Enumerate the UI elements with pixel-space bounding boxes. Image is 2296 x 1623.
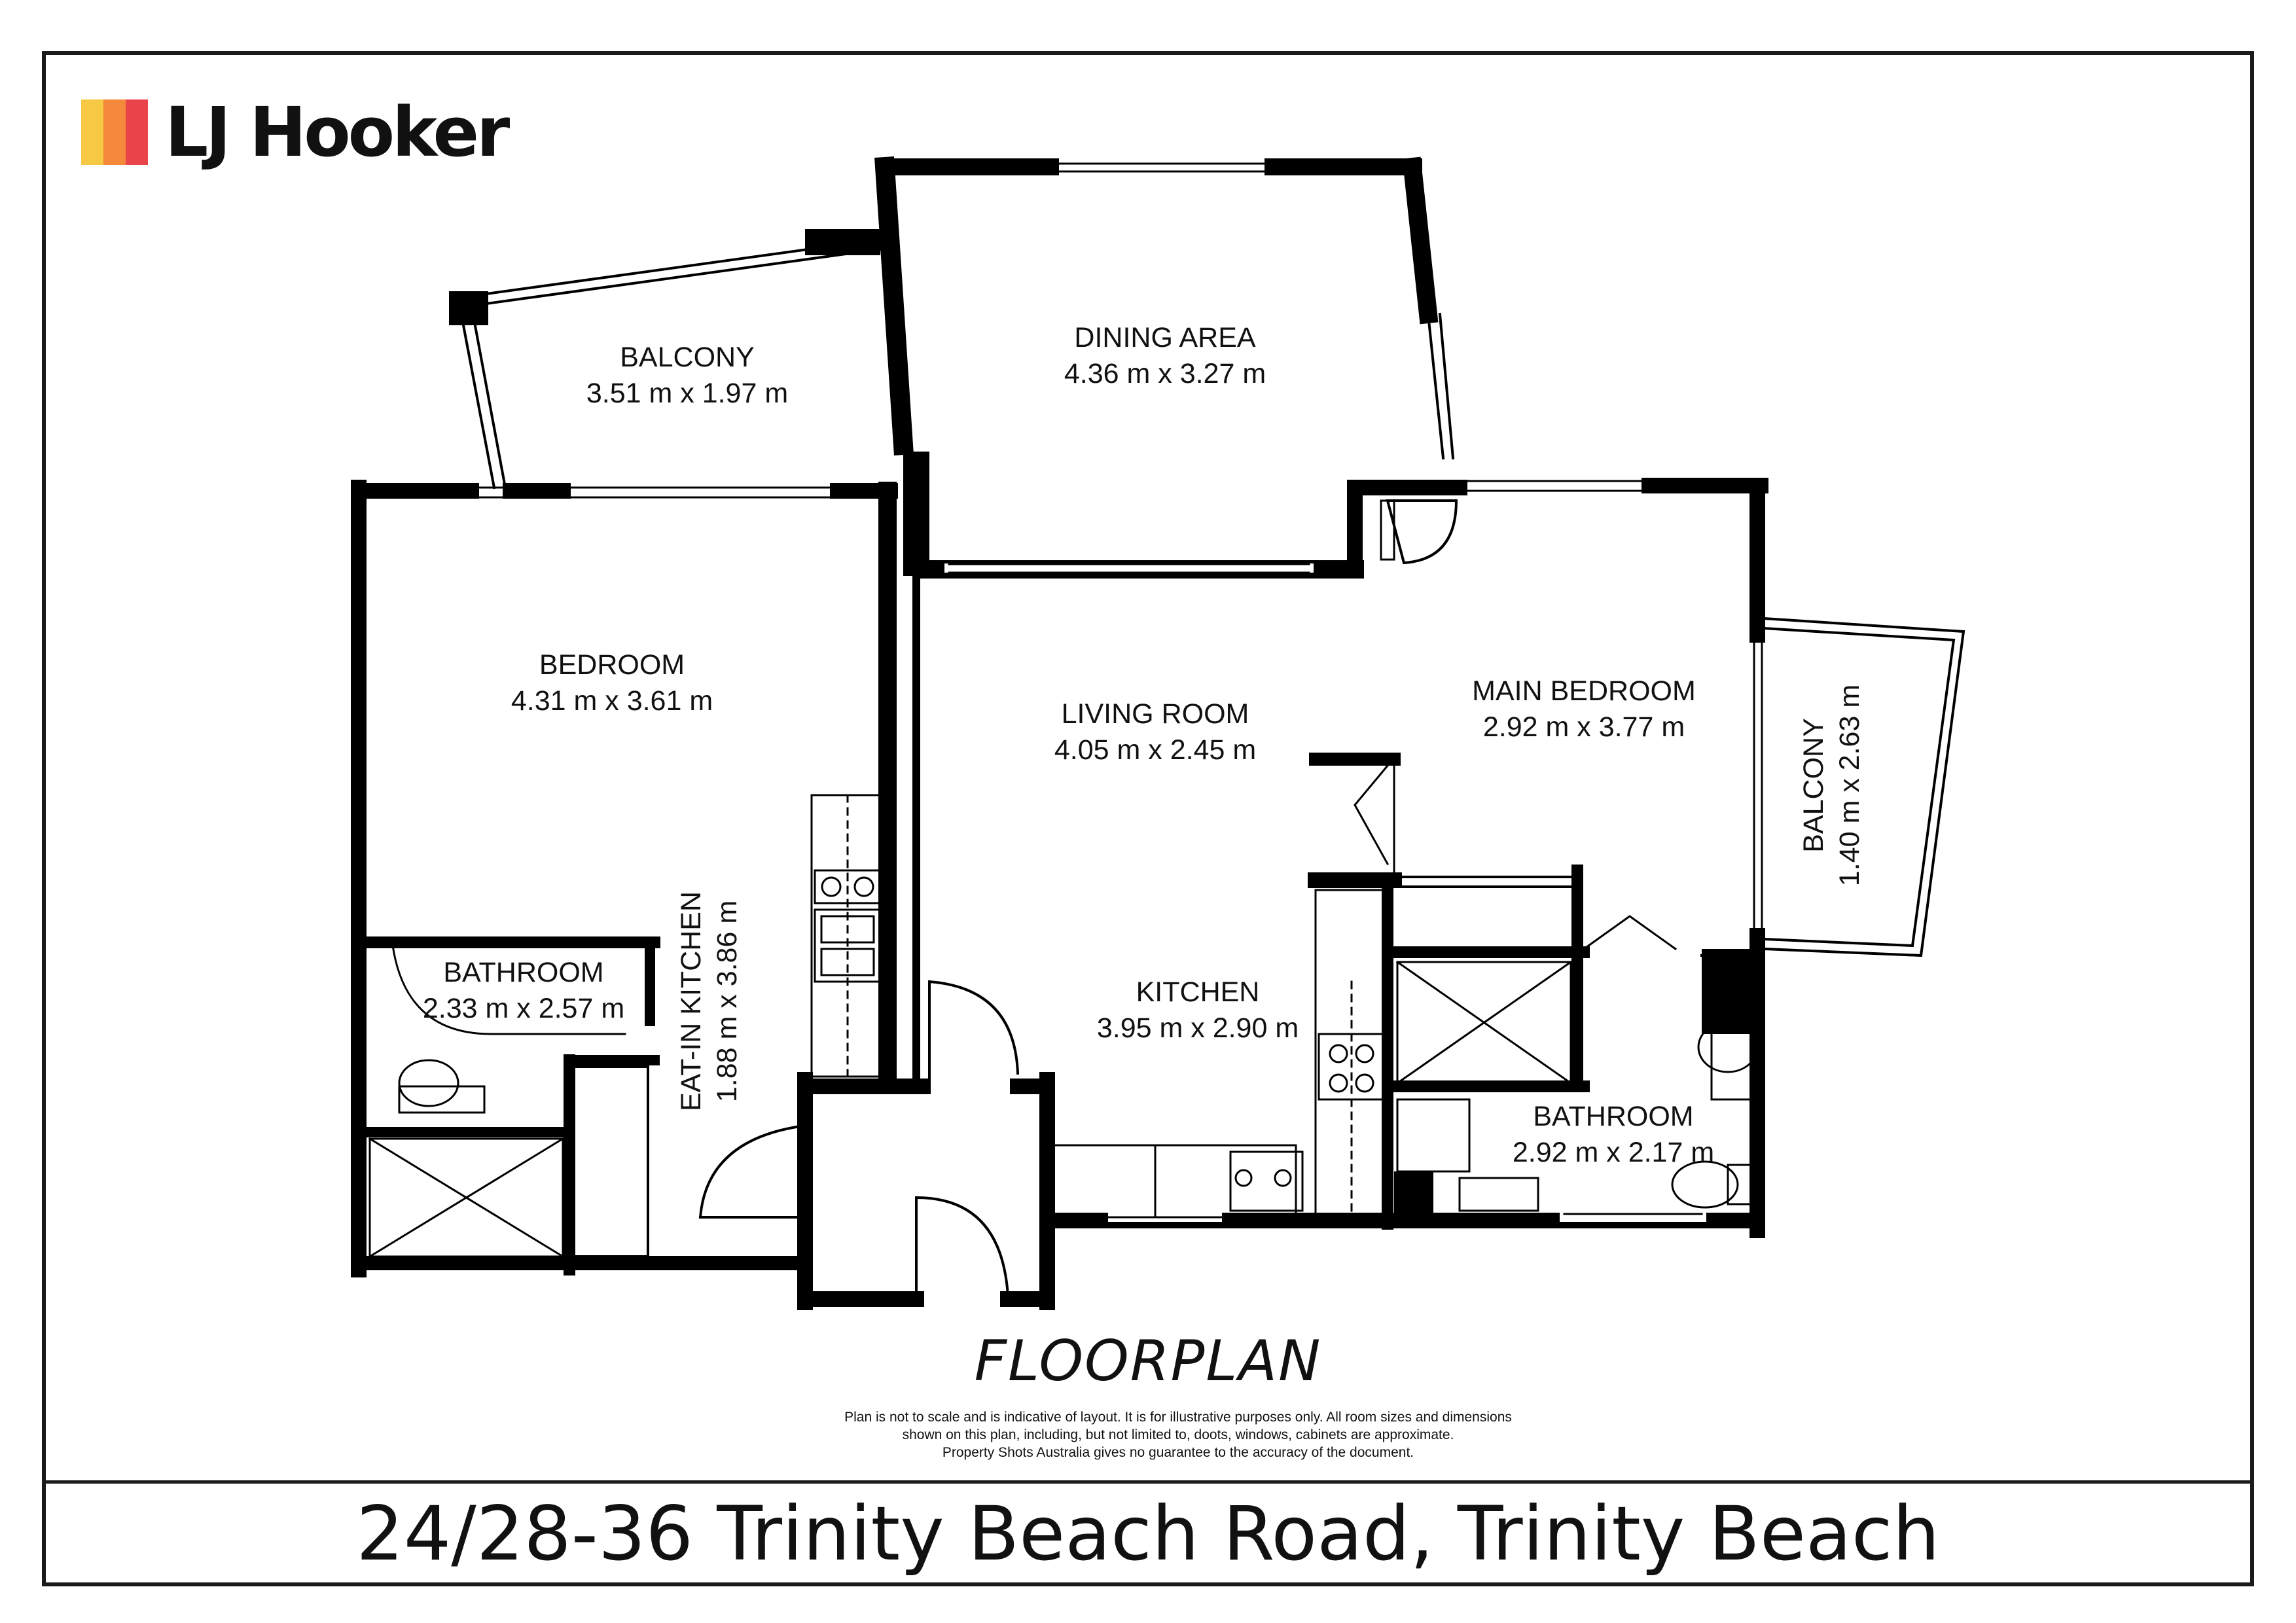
bathroom-left-walls: [351, 936, 812, 1275]
entry-walls: [698, 980, 1055, 1310]
room-labels: BALCONY 3.51 m x 1.97 m DINING AREA 4.36…: [423, 322, 1865, 1168]
living-size: 4.05 m x 2.45 m: [1054, 734, 1256, 766]
property-address: 24/28-36 Trinity Beach Road, Trinity Bea…: [356, 1490, 1940, 1577]
disclaimer-line: shown on this plan, including, but not l…: [902, 1427, 1454, 1442]
bedroom-name: BEDROOM: [539, 649, 685, 681]
logo-color-bars: [81, 99, 148, 165]
disclaimer: Plan is not to scale and is indicative o…: [655, 1408, 1702, 1461]
brand-name: LJ Hooker: [165, 92, 510, 172]
balcony-left-name: BALCONY: [620, 342, 755, 373]
kitchen-size: 3.95 m x 2.90 m: [1097, 1012, 1299, 1044]
main-bedroom-name: MAIN BEDROOM: [1472, 675, 1696, 707]
balcony-right-name: BALCONY: [1798, 718, 1829, 853]
balcony-right-outline: [1762, 616, 1965, 957]
balcony-left-outline: [449, 229, 886, 490]
bathroom-left-name: BATHROOM: [443, 957, 603, 988]
dining-name: DINING AREA: [1074, 322, 1255, 353]
balcony-right-size: 1.40 m x 2.63 m: [1834, 685, 1865, 886]
main-bedroom-size: 2.92 m x 3.77 m: [1483, 711, 1685, 743]
bathroom-right-size: 2.92 m x 2.17 m: [1513, 1137, 1714, 1168]
floorplan-title: FLOORPLAN: [974, 1329, 1322, 1394]
living-name: LIVING ROOM: [1062, 698, 1249, 730]
bedroom-size: 4.31 m x 3.61 m: [511, 685, 713, 717]
bedroom-walls: [351, 480, 898, 1277]
dining-area-walls: [874, 156, 1455, 579]
kitchen-name: KITCHEN: [1136, 976, 1260, 1008]
eat-in-kitchen-size: 1.88 m x 3.86 m: [711, 901, 743, 1102]
balcony-left-size: 3.51 m x 1.97 m: [586, 378, 788, 409]
eat-in-kitchen-name: EAT-IN KITCHEN: [675, 891, 707, 1111]
lj-hooker-logo: LJ Hooker: [81, 92, 510, 172]
frame-divider: [42, 1480, 2254, 1484]
disclaimer-line: Property Shots Australia gives no guaran…: [942, 1445, 1414, 1460]
disclaimer-line: Plan is not to scale and is indicative o…: [844, 1410, 1512, 1425]
bathroom-right-walls: [1388, 915, 1759, 1224]
dining-size: 4.36 m x 3.27 m: [1064, 358, 1266, 389]
bathroom-right-name: BATHROOM: [1533, 1101, 1693, 1132]
page-frame: [42, 51, 2254, 1586]
eat-in-kitchen-cabinets: [810, 794, 885, 1078]
bathroom-left-size: 2.33 m x 2.57 m: [423, 993, 624, 1024]
